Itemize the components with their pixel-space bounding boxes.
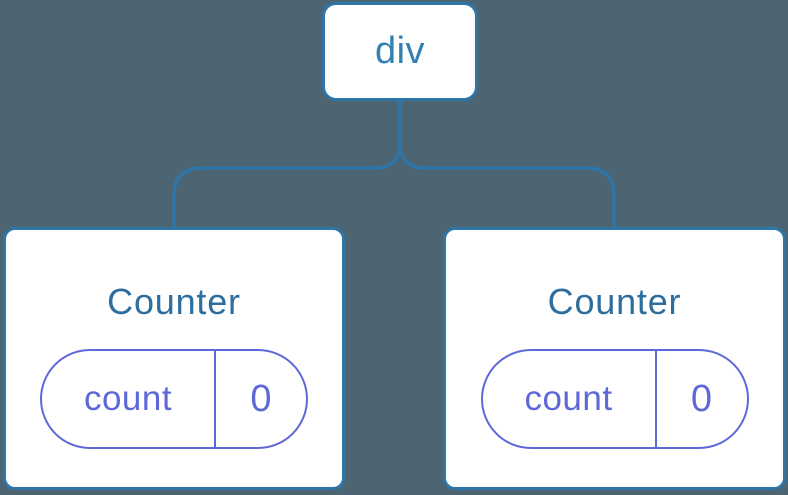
state-value: 0 bbox=[654, 351, 747, 447]
root-node-label: div bbox=[374, 30, 426, 72]
counter-node-left: Counter count 0 bbox=[3, 227, 345, 490]
state-value: 0 bbox=[214, 351, 306, 447]
root-node-div: div bbox=[322, 2, 478, 101]
state-key-label: count bbox=[524, 379, 613, 418]
state-key-label: count bbox=[83, 379, 173, 418]
counter-node-right: Counter count 0 bbox=[443, 227, 786, 490]
counter-title: Counter bbox=[107, 281, 241, 322]
connector-root-to-right-counter bbox=[398, 101, 616, 228]
connector-root-to-left-counter bbox=[172, 101, 402, 228]
state-pill: count 0 bbox=[480, 349, 749, 449]
state-pill: count 0 bbox=[40, 349, 308, 449]
counter-title: Counter bbox=[547, 281, 682, 322]
